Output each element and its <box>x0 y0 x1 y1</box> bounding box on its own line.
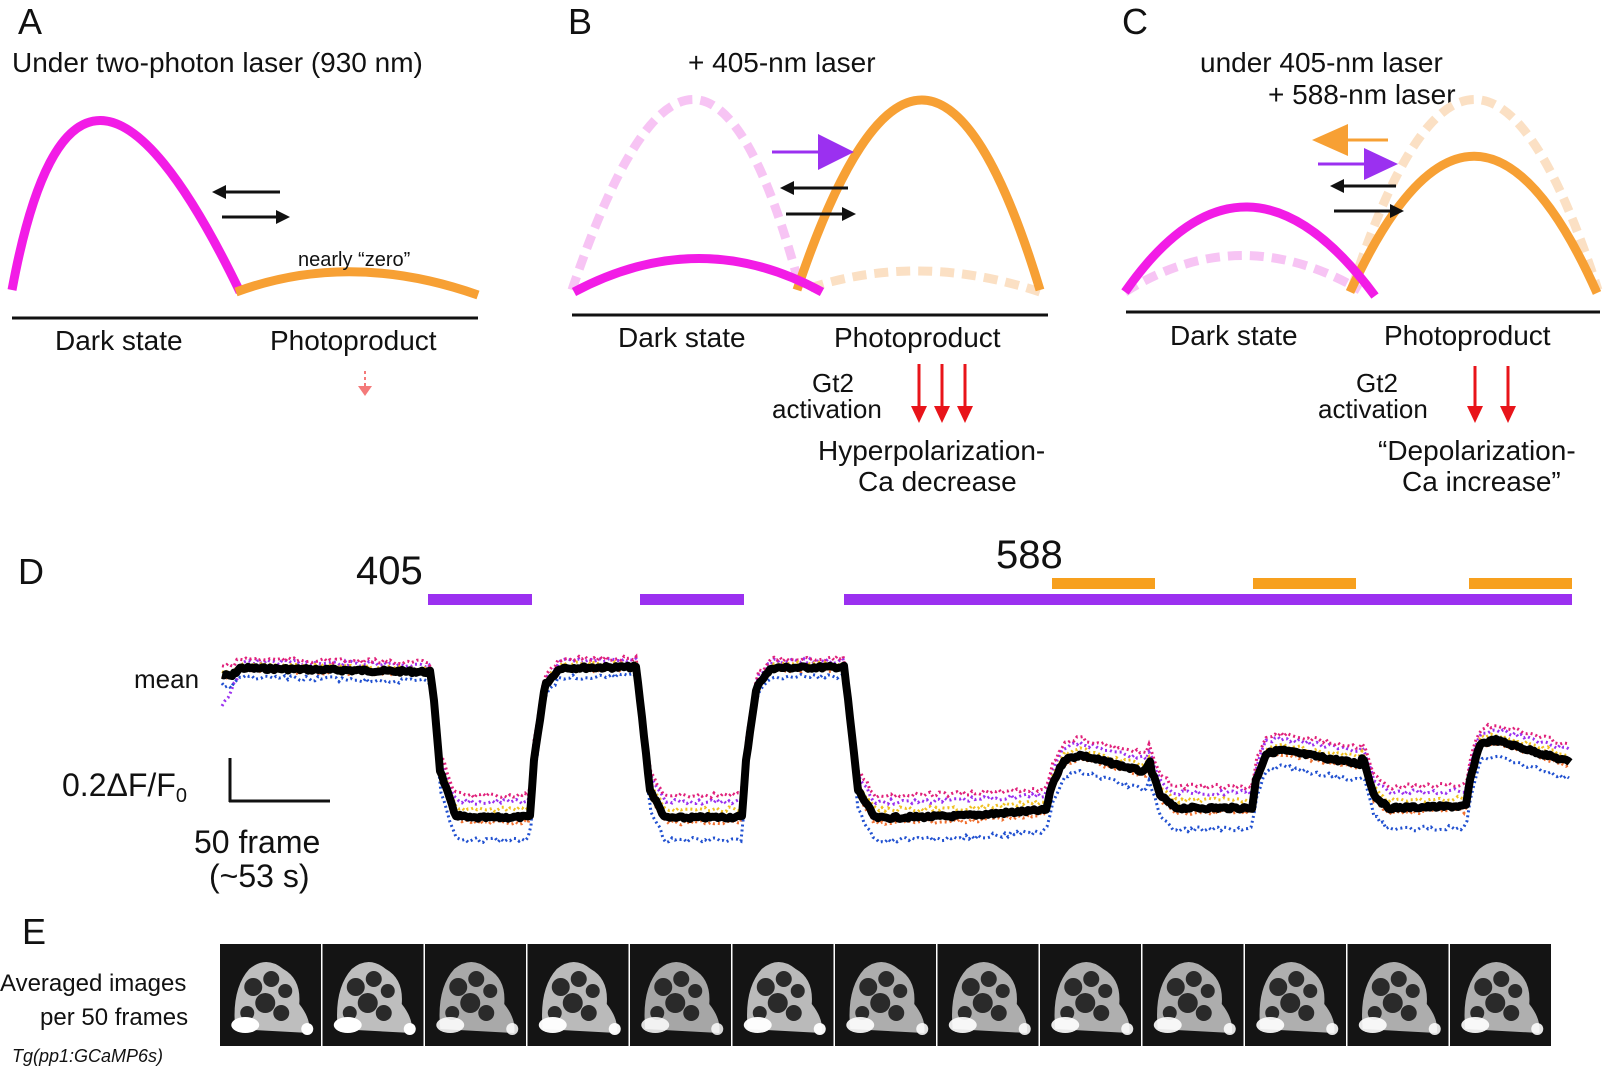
panel-b-violet-arrow <box>772 134 854 170</box>
averaged-image <box>322 944 424 1046</box>
panel-e-genotype: Tg(pp1:GCaMP6s) <box>12 1046 163 1066</box>
panel-a-small-arrow <box>358 371 372 396</box>
panel-b-photo-ghost-curve <box>808 266 1042 297</box>
bar-405-1 <box>428 594 532 605</box>
bar-588-2 <box>1253 578 1356 589</box>
panel-a-double-arrow <box>212 185 290 224</box>
panel-b-dark-label: Dark state <box>618 322 746 353</box>
panel-c-double-arrow <box>1330 179 1404 218</box>
panel-c-red-arrows <box>1467 366 1516 423</box>
panel-d: D 405 588 mean 0.2ΔF/F0 50 frame (~53 s) <box>18 533 1573 894</box>
panel-a-letter: A <box>18 1 42 42</box>
panel-c-dark-ghost-curve <box>1122 251 1363 296</box>
panel-b-photo-curve <box>792 95 1045 292</box>
averaged-image <box>220 944 321 1046</box>
scale-x-line1: 50 frame <box>194 824 320 860</box>
panel-d-mean-label: mean <box>134 664 199 694</box>
panel-b-letter: B <box>568 1 592 42</box>
panel-c: C under 405-nm laser + 588-nm laser Dark… <box>1121 1 1603 497</box>
panel-c-gt2-line1: Gt2 <box>1356 368 1398 398</box>
scale-bar <box>228 758 330 803</box>
panel-c-dark-label: Dark state <box>1170 320 1298 351</box>
averaged-image <box>1142 944 1244 1046</box>
bar-588-3 <box>1469 578 1572 589</box>
bar-405-3 <box>844 594 1572 605</box>
panel-c-orange-arrow <box>1312 124 1388 156</box>
panel-a: A Under two-photon laser (930 nm) nearly… <box>7 1 480 396</box>
panel-b-double-arrow <box>780 181 856 221</box>
panel-c-photo-curve <box>1345 151 1602 295</box>
panel-c-dark-curve <box>1121 202 1379 299</box>
panel-a-dark-label: Dark state <box>55 325 183 356</box>
thumbnail-strip <box>220 944 1551 1046</box>
trace-group <box>220 653 1573 845</box>
panel-c-title-line1: under 405-nm laser <box>1200 47 1443 78</box>
panel-a-note: nearly “zero” <box>298 249 410 271</box>
bar-588-1 <box>1052 578 1155 589</box>
averaged-image <box>425 944 526 1046</box>
individual-trace <box>221 653 1570 801</box>
averaged-image <box>937 944 1039 1046</box>
averaged-image <box>835 944 936 1046</box>
panel-c-effect-line2: Ca increase” <box>1402 466 1561 497</box>
panel-e-label-line1: Averaged images <box>0 970 186 997</box>
panel-d-label-588: 588 <box>996 533 1063 577</box>
panel-a-title: Under two-photon laser (930 nm) <box>12 47 423 78</box>
individual-trace <box>220 665 1570 827</box>
mean-trace <box>220 661 1573 823</box>
panel-e: E Averaged images per 50 frames Tg(pp1:G… <box>0 911 1551 1066</box>
panel-b-effect-line1: Hyperpolarization- <box>818 435 1045 466</box>
panel-d-label-405: 405 <box>356 549 423 593</box>
panel-b-effect-line2: Ca decrease <box>858 466 1017 497</box>
panel-b-red-arrows <box>911 364 973 423</box>
scale-x-line2: (~53 s) <box>209 858 309 894</box>
panel-b-title: + 405-nm laser <box>688 47 876 78</box>
panel-b-gt2-line1: Gt2 <box>812 368 854 398</box>
panel-c-photo-ghost-curve <box>1347 95 1603 292</box>
panel-b-dark-ghost-curve <box>567 95 805 292</box>
panel-c-violet-arrow <box>1318 148 1398 180</box>
panel-b-gt2-line2: activation <box>772 394 882 424</box>
averaged-image <box>1040 944 1141 1046</box>
averaged-image <box>1245 944 1346 1046</box>
bar-405-2 <box>640 594 744 605</box>
panel-c-effect-line1: “Depolarization- <box>1378 435 1576 466</box>
averaged-image <box>1347 944 1449 1046</box>
panel-b-photo-label: Photoproduct <box>834 322 1001 353</box>
panel-e-label-line2: per 50 frames <box>40 1004 188 1031</box>
panel-c-photo-label: Photoproduct <box>1384 320 1551 351</box>
averaged-image <box>527 944 629 1046</box>
averaged-image <box>732 944 834 1046</box>
panel-c-letter: C <box>1122 1 1148 42</box>
averaged-image <box>1450 944 1551 1046</box>
panel-a-photo-label: Photoproduct <box>270 325 437 356</box>
panel-b: B + 405-nm laser Dark state Photoproduct… <box>567 1 1048 497</box>
panel-a-photo-curve <box>234 267 480 300</box>
panel-b-dark-curve <box>571 254 825 296</box>
panel-a-dark-curve <box>7 116 245 294</box>
panel-c-title-line2: + 588-nm laser <box>1268 79 1456 110</box>
panel-e-letter: E <box>22 911 46 952</box>
panel-d-letter: D <box>18 551 44 592</box>
panel-c-gt2-line2: activation <box>1318 394 1428 424</box>
averaged-image <box>630 944 731 1046</box>
scale-y-label: 0.2ΔF/F0 <box>62 767 187 807</box>
